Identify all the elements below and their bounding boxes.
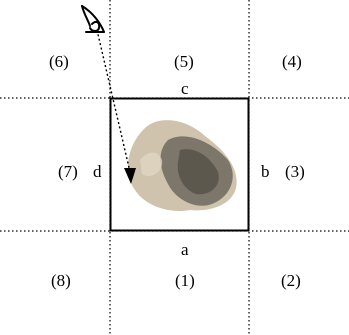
region-label-8: (8) xyxy=(51,271,71,290)
sight-arrow xyxy=(96,29,136,184)
side-label-b: b xyxy=(261,162,270,181)
region-label-7: (7) xyxy=(58,162,78,181)
rock-object xyxy=(127,120,237,212)
region-label-1: (1) xyxy=(175,271,195,290)
side-label-c: c xyxy=(181,79,189,98)
region-label-3: (3) xyxy=(285,162,305,181)
side-label-a: a xyxy=(181,240,189,259)
object-frame xyxy=(109,97,250,232)
region-label-2: (2) xyxy=(281,271,301,290)
region-label-6: (6) xyxy=(49,52,69,71)
side-label-d: d xyxy=(93,162,102,181)
eye-icon xyxy=(81,5,105,33)
region-label-4: (4) xyxy=(282,52,302,71)
region-label-5: (5) xyxy=(174,52,194,71)
